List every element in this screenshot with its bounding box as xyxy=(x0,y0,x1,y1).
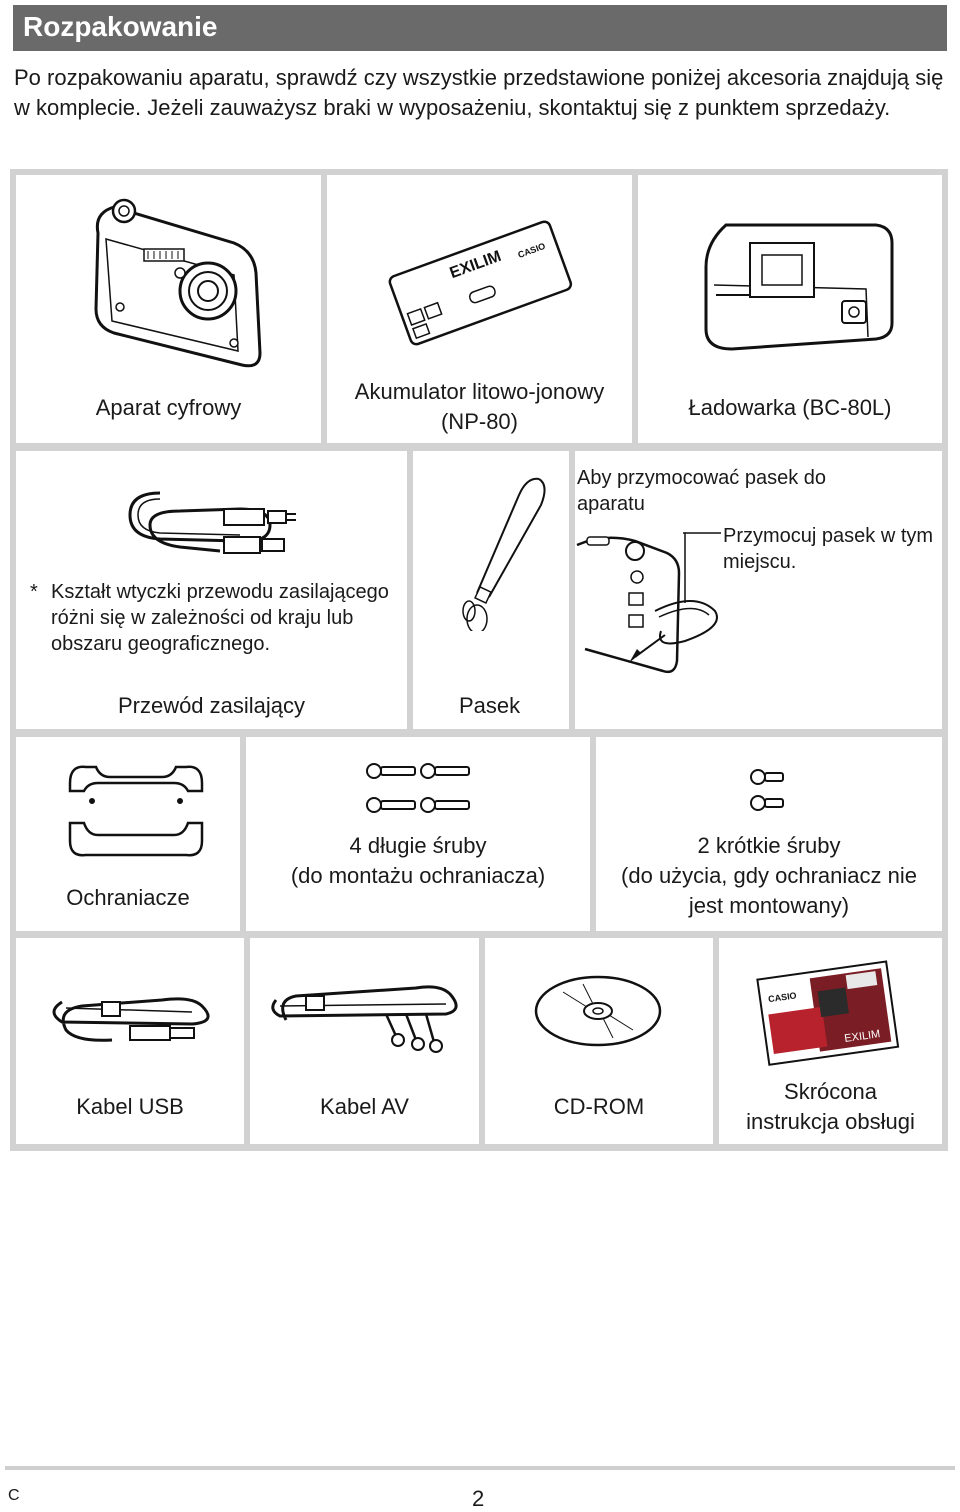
quick-guide-label-line1: Skrócona xyxy=(784,1079,877,1104)
av-cable-label: Kabel AV xyxy=(320,1094,409,1119)
protectors-label: Ochraniacze xyxy=(66,885,190,910)
usb-cable-illustration xyxy=(52,997,210,1042)
section-title: Rozpakowanie xyxy=(23,11,218,42)
cell-protectors: Ochraniacze xyxy=(16,737,240,931)
long-screws-label-line1: 4 długie śruby xyxy=(349,833,487,858)
note-asterisk: * xyxy=(30,581,38,603)
strap-attach-callout: Przymocuj pasek w tym miejscu. xyxy=(723,525,934,573)
cell-strap-attach: Aby przymocować pasek do aparatu Przymoc… xyxy=(575,451,942,729)
cdrom-label: CD-ROM xyxy=(553,1094,645,1119)
power-cord-illustration xyxy=(128,491,296,554)
cell-quick-guide: CASIO EXILIM Skrócona instrukcja obsługi xyxy=(719,938,942,1144)
battery-illustration: EXILIM CASIO xyxy=(388,220,573,346)
battery-label-line2: (NP-80) xyxy=(440,409,518,434)
section-header: Rozpakowanie xyxy=(13,5,947,51)
power-cord-label: Przewód zasilający xyxy=(117,693,306,718)
intro-paragraph: Po rozpakowaniu aparatu, sprawdź czy wsz… xyxy=(14,65,944,120)
note-text: Kształt wtyczki przewodu zasilającego ró… xyxy=(51,581,389,655)
cell-power-cord: * Kształt wtyczki przewodu zasilającego … xyxy=(16,451,407,729)
cell-charger: Ładowarka (BC-80L) xyxy=(638,175,942,443)
cell-long-screws: 4 długie śruby (do montażu ochraniacza) xyxy=(246,737,590,931)
guide-brand-print: EXILIM xyxy=(844,1028,881,1045)
cdrom-illustration xyxy=(534,975,662,1047)
cell-strap: Pasek xyxy=(413,451,569,729)
charger-label: Ładowarka (BC-80L) xyxy=(688,395,892,420)
accessories-grid: Aparat cyfrowy EXILIM CASIO Akumulator l… xyxy=(10,169,948,1151)
quick-guide-illustration: CASIO EXILIM xyxy=(756,960,900,1066)
page-number: 2 xyxy=(472,1486,485,1511)
cell-battery: EXILIM CASIO Akumulator litowo-jonowy (N… xyxy=(327,175,632,443)
short-screws-label-line2: (do użycia, gdy ochraniacz nie xyxy=(621,863,917,888)
battery-label-line1: Akumulator litowo-jonowy xyxy=(354,379,605,404)
footer-divider xyxy=(5,1466,955,1470)
short-screws-label-line1: 2 krótkie śruby xyxy=(697,833,841,858)
av-cable-illustration xyxy=(271,985,458,1053)
guide-maker-print: CASIO xyxy=(768,990,798,1004)
usb-cable-label: Kabel USB xyxy=(76,1094,184,1119)
long-screws-label-line2: (do montażu ochraniacza) xyxy=(290,863,546,888)
strap-attach-illustration xyxy=(576,532,721,674)
camera-label: Aparat cyfrowy xyxy=(95,395,242,420)
strap-attach-title: Aby przymocować pasek do aparatu xyxy=(577,467,827,515)
power-cord-note: * Kształt wtyczki przewodu zasilającego … xyxy=(30,579,390,657)
cell-usb-cable: Kabel USB xyxy=(16,938,244,1144)
footer-left-mark: C xyxy=(8,1487,20,1504)
camera-illustration xyxy=(94,198,262,368)
cell-cdrom: CD-ROM xyxy=(485,938,713,1144)
strap-illustration xyxy=(462,477,546,631)
short-screws-label-line3: jest montowany) xyxy=(688,893,850,918)
charger-illustration xyxy=(704,223,894,351)
short-screws-illustration xyxy=(750,769,784,811)
cell-short-screws: 2 krótkie śruby (do użycia, gdy ochrania… xyxy=(596,737,942,931)
cell-camera: Aparat cyfrowy xyxy=(16,175,321,443)
cell-av-cable: Kabel AV xyxy=(250,938,479,1144)
quick-guide-label-line2: instrukcja obsługi xyxy=(746,1109,915,1134)
protectors-illustration xyxy=(68,765,204,857)
long-screws-illustration xyxy=(366,763,470,813)
strap-label: Pasek xyxy=(459,693,521,718)
